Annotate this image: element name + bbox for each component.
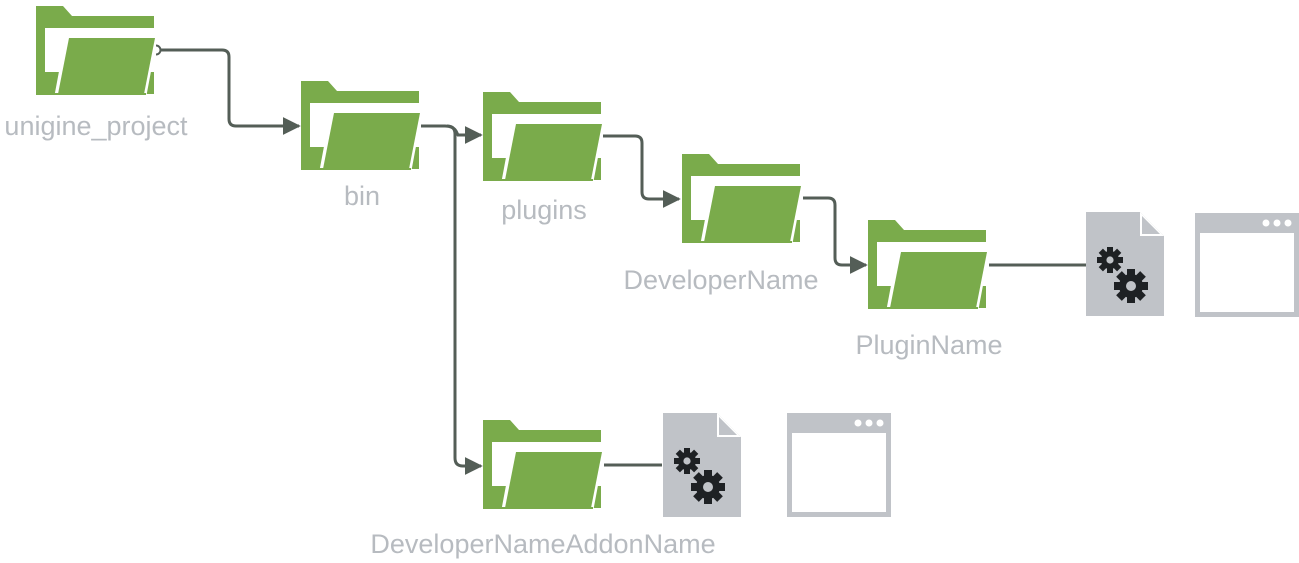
gear-icon xyxy=(1114,269,1148,303)
folder-label-plugins: plugins xyxy=(501,195,587,225)
folder-developer-name: DeveloperName xyxy=(623,153,819,295)
folder-label-developer-name: DeveloperName xyxy=(623,265,818,295)
folder-icon xyxy=(35,5,159,99)
gear-icon xyxy=(691,470,725,504)
gear-file-icon xyxy=(663,413,741,517)
connector-unigine-to-bin xyxy=(160,48,301,135)
addon-library-file xyxy=(663,413,741,517)
folder-plugin-name: PluginName xyxy=(855,219,1003,360)
addon-window-file xyxy=(787,413,891,517)
folder-label-plugin-name: PluginName xyxy=(855,330,1002,360)
gear-icon xyxy=(1097,247,1123,273)
folder-icon xyxy=(681,153,805,247)
folder-label-developer-name-addon-name: DeveloperNameAddonName xyxy=(370,529,715,559)
folder-label-unigine-project: unigine_project xyxy=(4,111,188,141)
gear-icon xyxy=(674,448,700,474)
connector-lines xyxy=(160,48,1086,475)
folder-bin: bin xyxy=(300,80,424,211)
folder-developer-name-addon-name: DeveloperNameAddonName xyxy=(370,419,716,559)
folder-unigine-project: unigine_project xyxy=(4,5,188,141)
window-icon xyxy=(1195,213,1299,317)
connector-bin-to-addon xyxy=(446,124,483,475)
folder-icon xyxy=(300,80,424,174)
folder-icon xyxy=(482,91,606,185)
gear-file-icon xyxy=(1086,212,1164,316)
plugin-window-file xyxy=(1195,213,1299,317)
folder-icon xyxy=(482,419,606,513)
folder-label-bin: bin xyxy=(344,181,380,211)
plugin-library-file xyxy=(1086,212,1164,316)
connector-plugins-to-developer xyxy=(603,134,681,208)
folder-plugins: plugins xyxy=(482,91,606,225)
connector-developer-to-plugin xyxy=(803,196,868,274)
folder-icon xyxy=(867,219,991,313)
window-icon xyxy=(787,413,891,517)
